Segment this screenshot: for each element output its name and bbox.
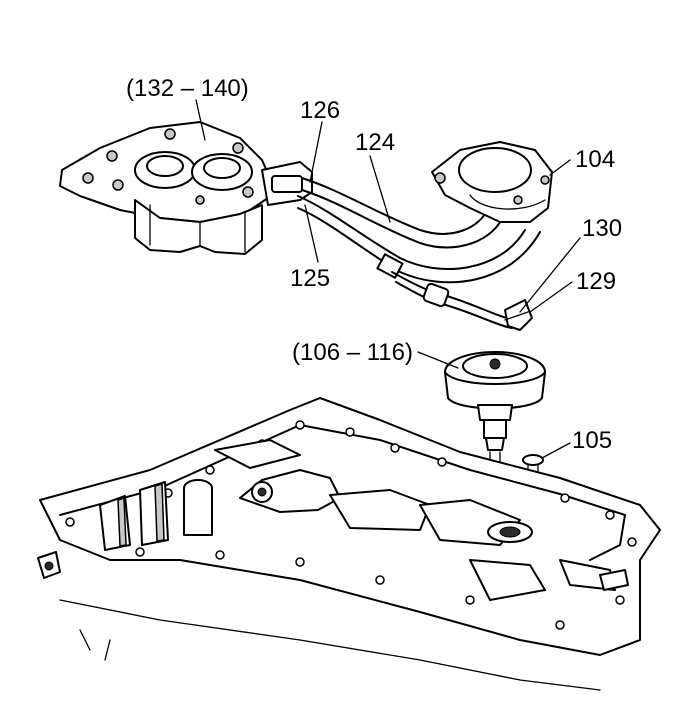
- callout-125: 125: [290, 265, 330, 292]
- harness-tubes: [297, 177, 541, 331]
- callout-104: 104: [575, 146, 615, 173]
- valve-body-assembly: [59, 121, 313, 255]
- leader-lines: [195, 99, 581, 459]
- callout-124: 124: [355, 129, 395, 156]
- callout-132-140: (132 – 140): [126, 75, 249, 102]
- callout-130: 130: [582, 215, 622, 242]
- callout-106-116: (106 – 116): [292, 339, 413, 366]
- cover-assembly-104: [431, 141, 553, 223]
- transmission-case: [37, 397, 661, 691]
- callout-126: 126: [300, 97, 340, 124]
- callout-105: 105: [572, 427, 612, 454]
- accumulator-106-116: [444, 351, 546, 531]
- callout-129: 129: [576, 268, 616, 295]
- callout-labels: (132 – 140) 126 124 104 130 125 129 (106…: [126, 75, 622, 454]
